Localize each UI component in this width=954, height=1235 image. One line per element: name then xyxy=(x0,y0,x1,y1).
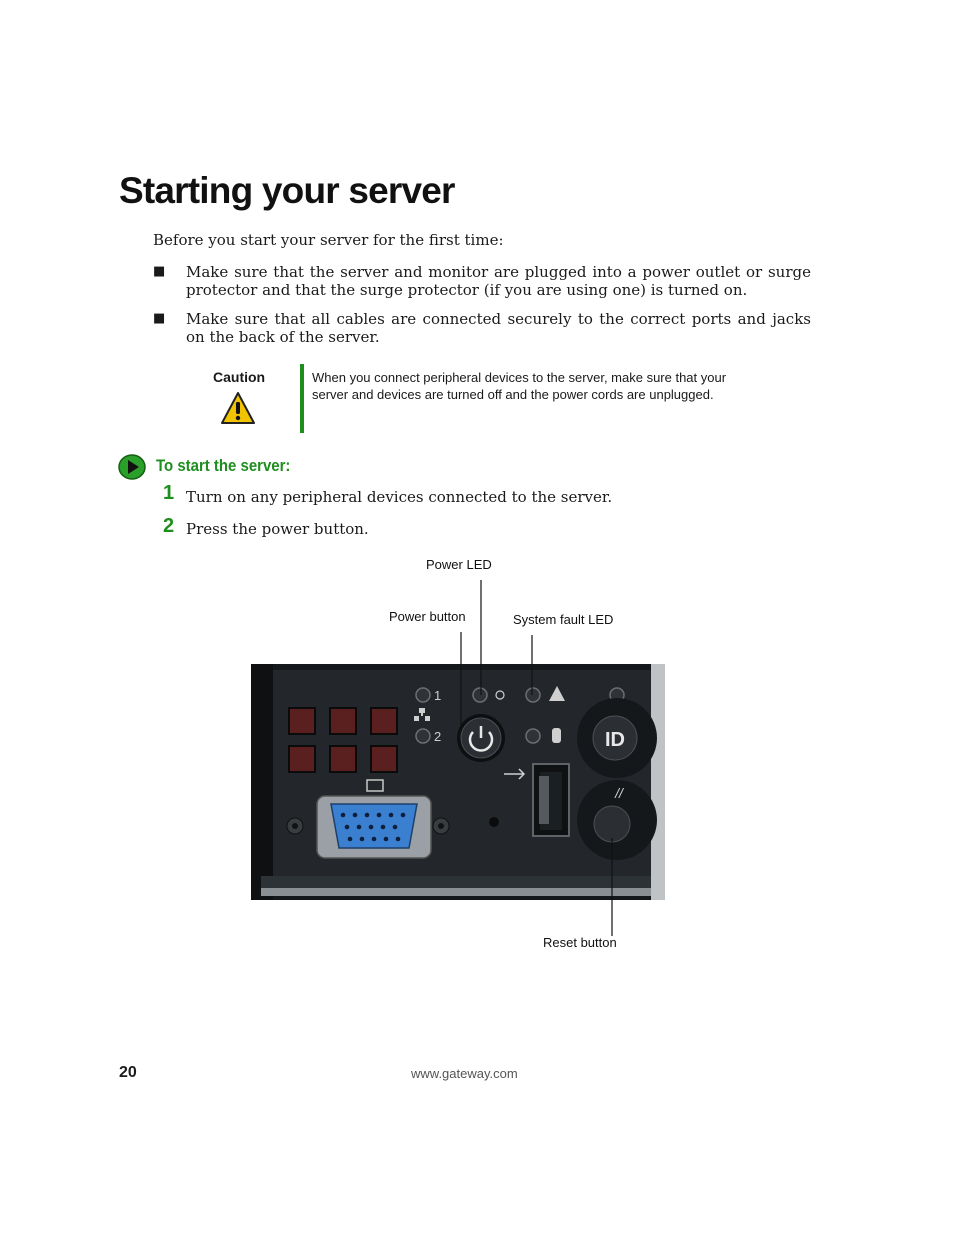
server-front-panel-image: 1 2 ID // xyxy=(251,664,665,900)
footer-url[interactable]: www.gateway.com xyxy=(411,1066,518,1081)
reset-glyph: // xyxy=(614,785,625,801)
step-number: 1 xyxy=(163,482,175,504)
id-button-label: ID xyxy=(605,729,625,751)
play-arrow-icon xyxy=(118,454,146,480)
caution-divider xyxy=(300,364,304,433)
page-number: 20 xyxy=(119,1064,137,1081)
caution-text: When you connect peripheral devices to t… xyxy=(312,370,727,402)
bullet-text: Make sure that the server and monitor ar… xyxy=(186,263,811,299)
callout-power-button: Power button xyxy=(389,609,466,624)
procedure-title: To start the server: xyxy=(156,456,291,475)
step-text: Turn on any peripheral devices connected… xyxy=(186,488,613,506)
callout-reset-button: Reset button xyxy=(543,935,617,950)
callout-system-fault-led: System fault LED xyxy=(513,612,614,627)
intro-paragraph: Before you start your server for the fir… xyxy=(153,231,504,249)
step-number: 2 xyxy=(163,515,175,537)
bullet-marker: ■ xyxy=(153,264,166,279)
step-text: Press the power button. xyxy=(186,520,369,538)
bullet-marker: ■ xyxy=(153,311,166,326)
warning-triangle-icon xyxy=(221,392,255,424)
bullet-text: Make sure that all cables are connected … xyxy=(186,310,811,346)
page-title: Starting your server xyxy=(119,170,455,211)
nic2-label: 2 xyxy=(434,729,441,744)
callout-power-led: Power LED xyxy=(426,557,492,572)
nic1-label: 1 xyxy=(434,688,441,703)
caution-label: Caution xyxy=(213,369,266,385)
